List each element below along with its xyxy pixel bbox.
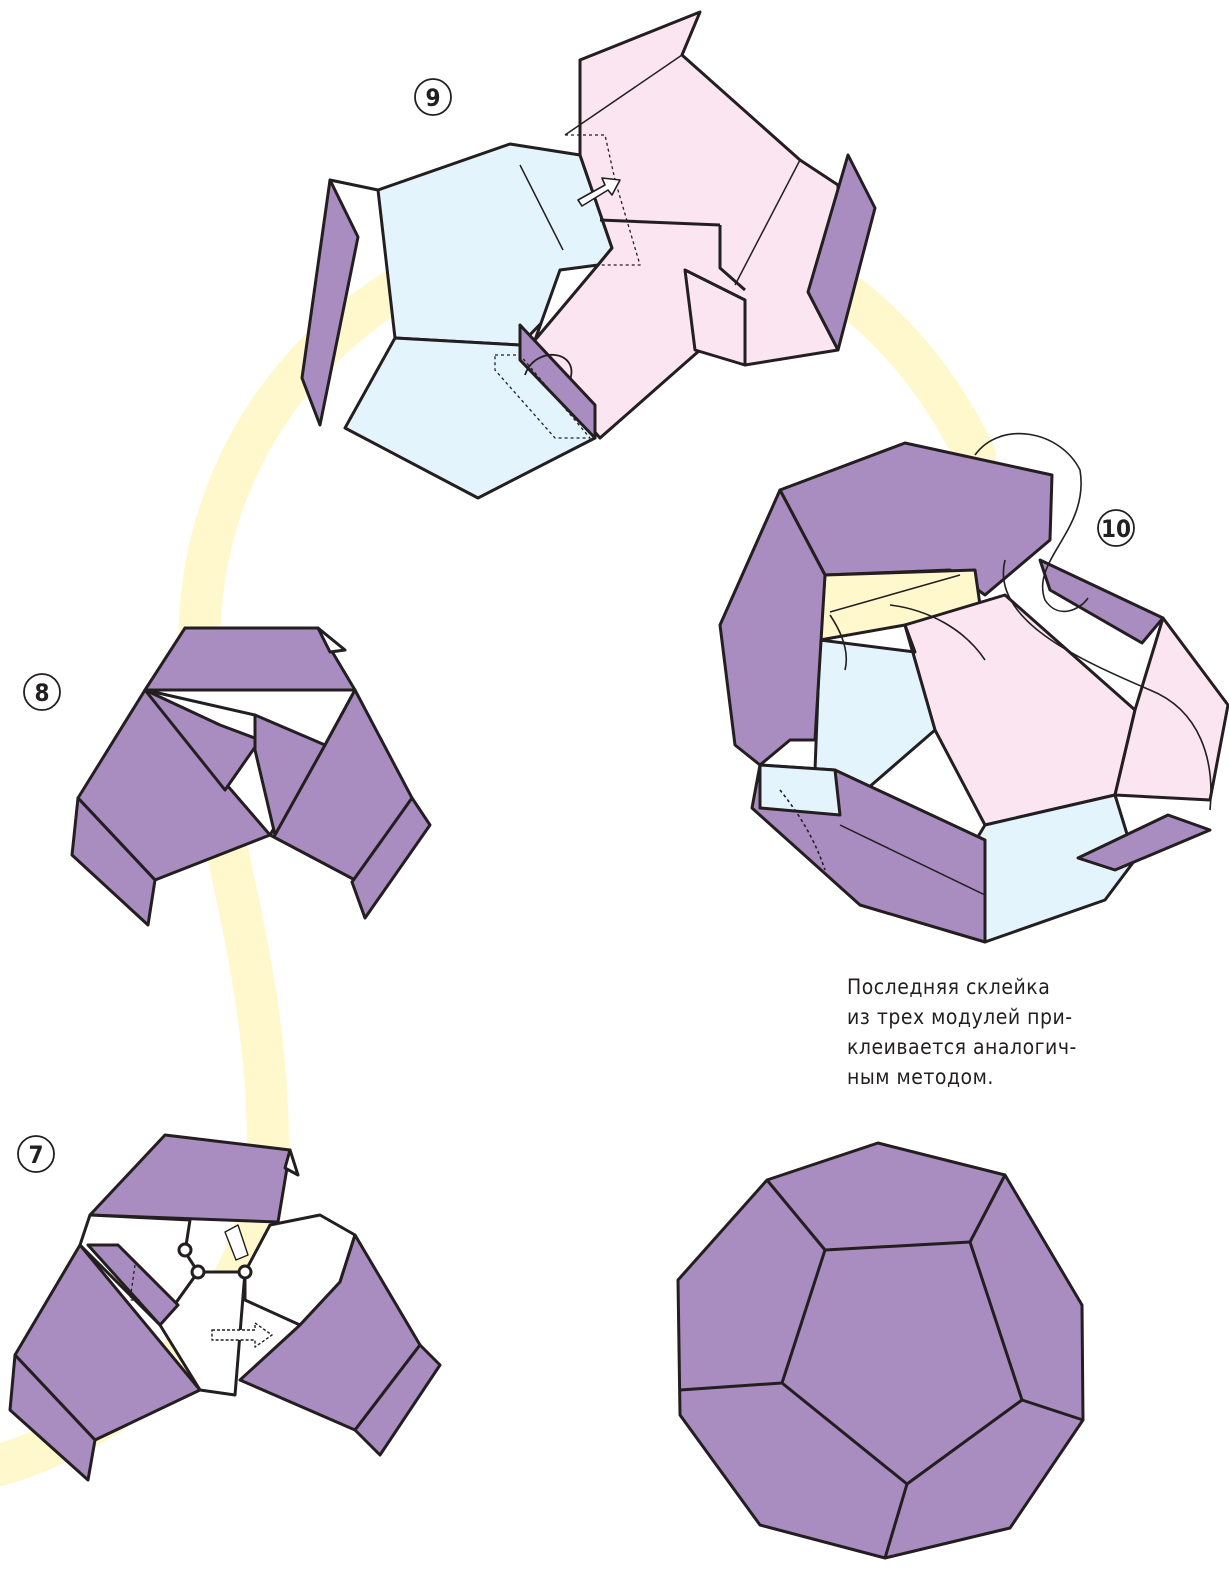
step-number-10: 10: [1101, 515, 1131, 543]
step-10-pink-face: [905, 595, 1135, 825]
step-number-9: 9: [425, 84, 440, 112]
step-7-diagram: [10, 1135, 440, 1480]
step-10-right-flap: [1040, 560, 1163, 643]
step-7-pivot-dot: [192, 1266, 204, 1278]
step-number-7: 7: [28, 1141, 43, 1169]
caption-line: ным методом.: [847, 1062, 1147, 1092]
instruction-caption: Последняя склейка из трех модулей при- к…: [847, 972, 1147, 1092]
step-7-pivot-dot: [239, 1266, 251, 1278]
step-7-pivot-dot: [179, 1244, 191, 1256]
caption-line: клеивается аналогич-: [847, 1032, 1147, 1062]
step-9-diagram: [302, 12, 875, 498]
step-7-top-flap: [90, 1135, 290, 1222]
final-dodecahedron: [678, 1143, 1083, 1558]
caption-line: из трех модулей при-: [847, 1002, 1147, 1032]
step-10-inner-blue-strip: [760, 765, 840, 815]
step-10-diagram: [720, 434, 1228, 942]
caption-line: Последняя склейка: [847, 972, 1147, 1002]
step-number-8: 8: [34, 679, 49, 707]
